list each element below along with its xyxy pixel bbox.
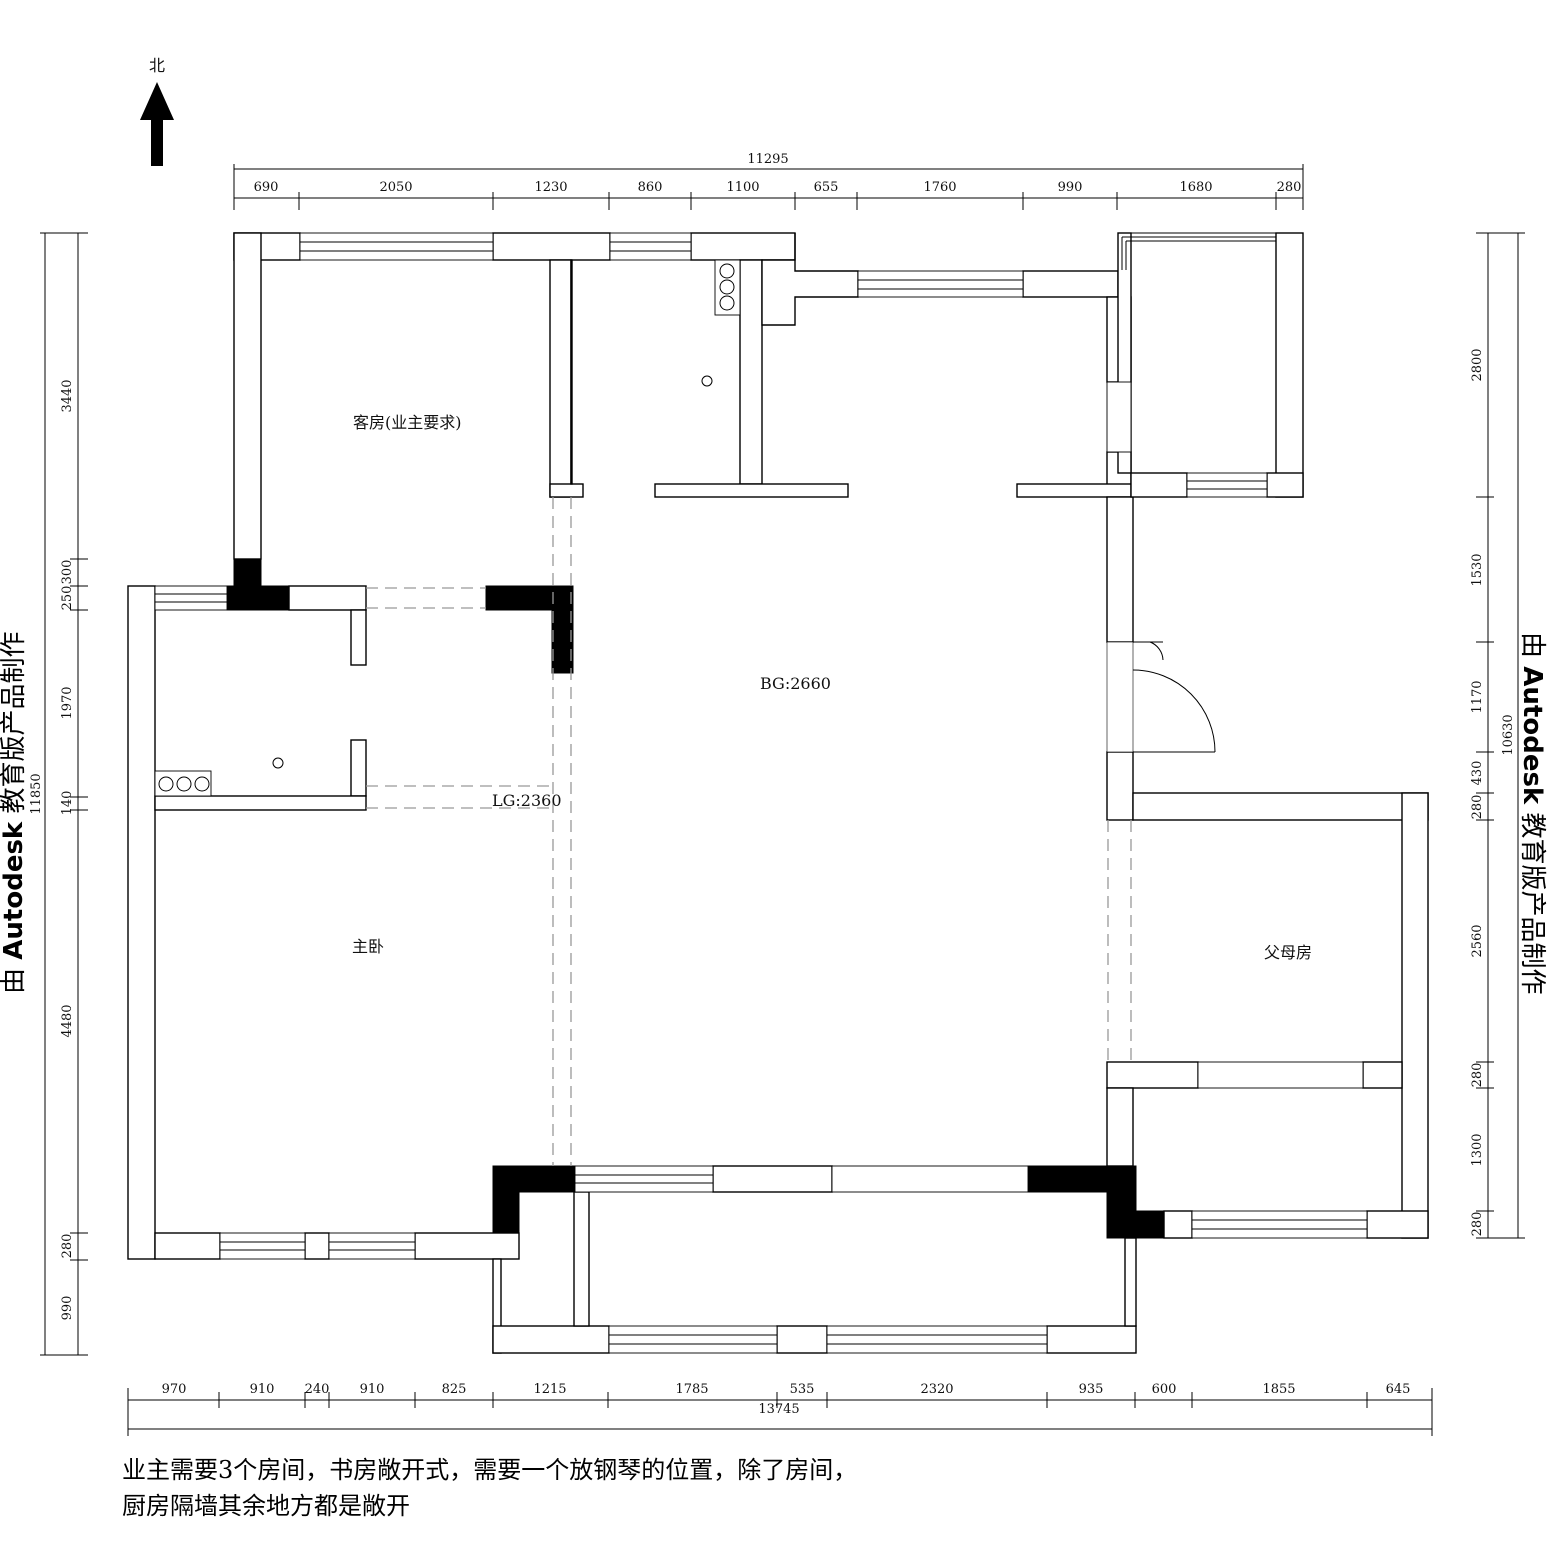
top-dim-5: 1100 xyxy=(726,180,759,195)
kitchen-drain-icon xyxy=(272,757,284,769)
dining-label: LG:2360 xyxy=(492,791,562,810)
right-dim-7: 280 xyxy=(1470,1063,1485,1088)
watermark-left: 由 Autodesk 教育版产品制作 xyxy=(0,632,29,995)
master-bedroom-label: 主卧 xyxy=(352,937,384,956)
living-room-label: BG:2660 xyxy=(760,674,831,693)
open-plan-boundaries xyxy=(366,497,1132,1166)
right-total-dim: 10630 xyxy=(1501,714,1516,755)
top-dim-3: 1230 xyxy=(534,180,567,195)
right-dim-8: 1300 xyxy=(1470,1133,1485,1166)
bottom-dim-2: 910 xyxy=(250,1382,275,1397)
north-label: 北 xyxy=(149,56,165,75)
bottom-dim-8: 535 xyxy=(790,1382,815,1397)
top-dim-7: 1760 xyxy=(923,180,956,195)
top-dim-9: 1680 xyxy=(1179,180,1212,195)
right-dim-6: 2560 xyxy=(1470,924,1485,957)
left-dim-5: 140 xyxy=(60,791,75,816)
watermark-right: 由 Autodesk 教育版产品制作 xyxy=(1517,632,1547,995)
bottom-dim-9: 2320 xyxy=(920,1382,953,1397)
top-dim-1: 690 xyxy=(254,180,279,195)
entry-door-icon xyxy=(1106,641,1216,753)
walls xyxy=(127,232,1429,1354)
top-total-dim: 11295 xyxy=(747,152,788,167)
bottom-dim-5: 825 xyxy=(442,1382,467,1397)
top-dim-2: 2050 xyxy=(379,180,412,195)
windows xyxy=(154,232,1368,1354)
right-dim-5: 280 xyxy=(1470,795,1485,820)
bottom-dim-6: 1215 xyxy=(533,1382,566,1397)
right-dim-2: 1530 xyxy=(1470,553,1485,586)
top-dim-4: 860 xyxy=(638,180,663,195)
bottom-dim-3: 240 xyxy=(305,1382,330,1397)
right-dim-1: 2800 xyxy=(1470,348,1485,381)
left-dim-1: 3440 xyxy=(60,379,75,412)
top-dim-6: 655 xyxy=(814,180,839,195)
right-dimension-lines xyxy=(1476,232,1525,1239)
bottom-dim-10: 935 xyxy=(1079,1382,1104,1397)
top-dim-8: 990 xyxy=(1058,180,1083,195)
right-dim-4: 430 xyxy=(1470,761,1485,786)
left-dim-6: 4480 xyxy=(60,1004,75,1037)
parents-room-label: 父母房 xyxy=(1264,943,1312,962)
bottom-dim-7: 1785 xyxy=(675,1382,708,1397)
top-dim-10: 280 xyxy=(1277,180,1302,195)
owner-requirements-note: 业主需要3个房间，书房敞开式，需要一个放钢琴的位置，除了房间， 厨房隔墙其余地方… xyxy=(122,1452,1122,1524)
top-dimension-lines xyxy=(233,164,1304,210)
right-dim-9: 280 xyxy=(1470,1212,1485,1237)
left-dim-4: 1970 xyxy=(60,686,75,719)
note-line-1: 业主需要3个房间，书房敞开式，需要一个放钢琴的位置，除了房间， xyxy=(122,1456,858,1484)
right-dim-3: 1170 xyxy=(1470,680,1485,713)
left-dimension-lines xyxy=(40,232,88,1356)
bottom-dim-4: 910 xyxy=(360,1382,385,1397)
stove-icon xyxy=(714,259,741,316)
bottom-dimension-lines xyxy=(127,1388,1433,1436)
structural-columns xyxy=(226,558,1165,1239)
left-total-dim: 11850 xyxy=(29,773,44,814)
north-arrow-icon xyxy=(140,82,174,166)
note-line-2: 厨房隔墙其余地方都是敞开 xyxy=(122,1492,410,1520)
bottom-dim-1: 970 xyxy=(162,1382,187,1397)
bottom-dim-12: 1855 xyxy=(1262,1382,1295,1397)
left-dim-3: 250 xyxy=(60,586,75,611)
left-dim-7: 280 xyxy=(60,1234,75,1259)
bottom-dim-13: 645 xyxy=(1386,1382,1411,1397)
left-dim-8: 990 xyxy=(60,1296,75,1321)
guest-room-label: 客房(业主要求) xyxy=(353,413,462,432)
drain-icon xyxy=(701,375,713,387)
bottom-total-dim: 13745 xyxy=(758,1402,799,1417)
bottom-dim-11: 600 xyxy=(1152,1382,1177,1397)
kitchen-stove-icon xyxy=(154,770,212,797)
left-dim-2: 300 xyxy=(60,560,75,585)
